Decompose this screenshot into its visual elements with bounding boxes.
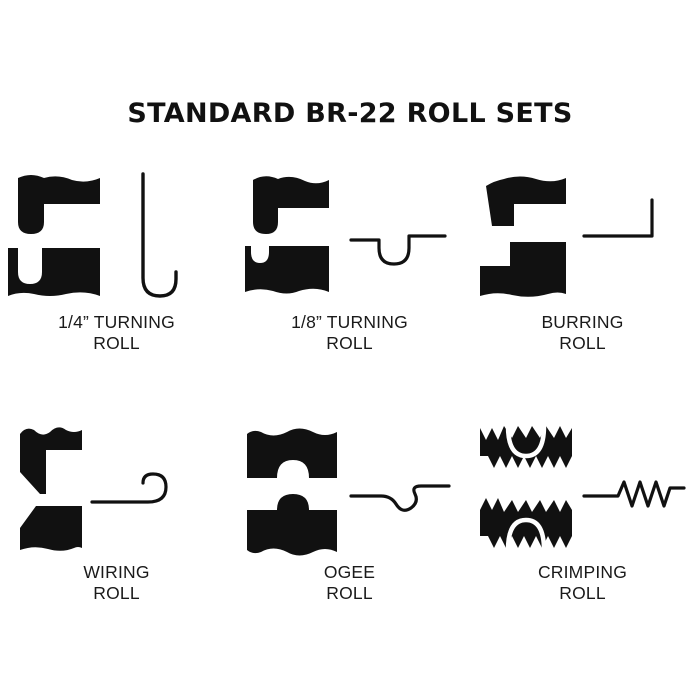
profile-line-j-hook-icon: [141, 172, 178, 298]
roll-figure-crimping: [466, 410, 699, 570]
roll-label-line-2: ROLL: [326, 333, 373, 353]
roll-label-line-1: WIRING: [83, 562, 150, 582]
upper-roll-shape-icon: [486, 176, 566, 226]
roll-label-eighth-turning: 1/8” TURNING ROLL: [233, 312, 466, 354]
upper-roll-shape-icon: [253, 176, 329, 234]
roll-label-line-2: ROLL: [559, 333, 606, 353]
lower-roll-serrated-shape-icon: [480, 498, 572, 548]
upper-roll-shape-icon: [20, 427, 82, 494]
lower-roll-shape-icon: [247, 494, 337, 556]
roll-item-ogee: OGEE ROLL: [233, 410, 466, 650]
roll-label-crimping: CRIMPING ROLL: [466, 562, 699, 604]
lower-roll-shape-icon: [8, 248, 100, 296]
profile-line-right-angle-icon: [582, 198, 654, 238]
roll-sets-grid: 1/4” TURNING ROLL: [0, 160, 700, 640]
roll-label-line-1: 1/8” TURNING: [291, 312, 408, 332]
roll-label-line-2: ROLL: [93, 333, 140, 353]
profile-line-s-curve-icon: [349, 484, 451, 512]
roll-figure-ogee: [233, 410, 466, 570]
upper-roll-serrated-shape-icon: [480, 426, 572, 468]
roll-item-quarter-turning: 1/4” TURNING ROLL: [0, 160, 233, 400]
roll-figure-eighth-turning: [233, 160, 466, 320]
upper-roll-arc-cutout-icon: [505, 425, 547, 459]
upper-roll-shape-icon: [247, 428, 337, 478]
page-title: STANDARD BR-22 ROLL SETS: [127, 98, 573, 129]
profile-line-curled-hook-icon: [90, 472, 168, 504]
roll-label-line-1: BURRING: [541, 312, 624, 332]
roll-label-line-1: CRIMPING: [537, 562, 628, 582]
roll-label-line-2: ROLL: [559, 583, 606, 603]
roll-label-wiring: WIRING ROLL: [0, 562, 233, 604]
lower-roll-shape-icon: [480, 242, 566, 297]
lower-roll-shape-icon: [20, 506, 82, 551]
roll-item-eighth-turning: 1/8” TURNING ROLL: [233, 160, 466, 400]
roll-item-wiring: WIRING ROLL: [0, 410, 233, 650]
roll-figure-burring: [466, 160, 699, 320]
roll-label-burring: BURRING ROLL: [466, 312, 699, 354]
roll-label-line-2: ROLL: [93, 583, 140, 603]
roll-label-line-1: OGEE: [323, 562, 376, 582]
roll-label-line-2: ROLL: [326, 583, 373, 603]
profile-line-u-dip-icon: [349, 234, 447, 266]
lower-roll-arc-cutout-icon: [505, 517, 547, 551]
roll-figure-quarter-turning: [0, 160, 233, 320]
roll-label-line-1: 1/4” TURNING: [58, 312, 175, 332]
roll-figure-wiring: [0, 410, 233, 570]
roll-label-ogee: OGEE ROLL: [233, 562, 466, 604]
profile-line-zigzag-icon: [582, 480, 686, 508]
roll-item-burring: BURRING ROLL: [466, 160, 699, 400]
roll-item-crimping: CRIMPING ROLL: [466, 410, 699, 650]
roll-label-quarter-turning: 1/4” TURNING ROLL: [0, 312, 233, 354]
upper-roll-shape-icon: [18, 175, 100, 234]
lower-roll-shape-icon: [245, 246, 329, 294]
